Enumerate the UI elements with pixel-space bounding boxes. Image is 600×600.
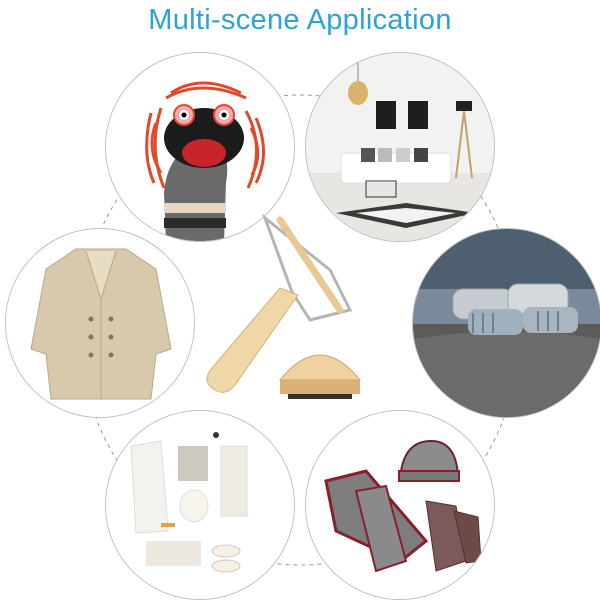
lint-remover-tool-icon <box>206 213 362 399</box>
scene-clothes-image <box>105 410 295 600</box>
page-title: Multi-scene Application <box>148 4 452 36</box>
scene-living-room-image <box>305 52 495 242</box>
scene-bedroom-image <box>412 228 600 418</box>
scene-puppet-image <box>105 52 295 242</box>
scene-coat-image <box>5 228 195 418</box>
scene-knitwear-image <box>305 410 495 600</box>
